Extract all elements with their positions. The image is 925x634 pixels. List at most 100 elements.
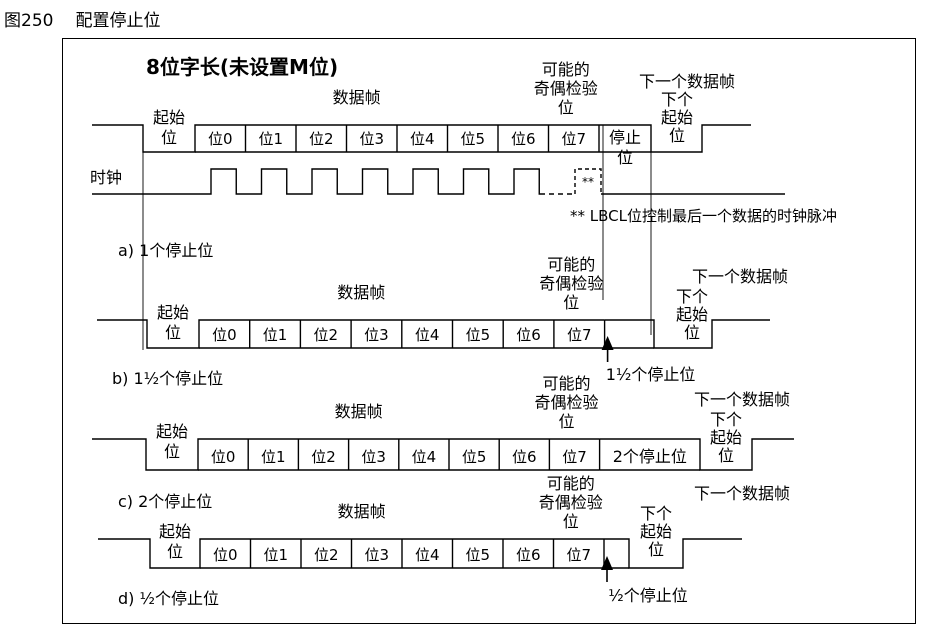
next-start-label-line-0: 下个 [640, 504, 672, 523]
clock-marker: ** [582, 175, 594, 189]
start-bit-label-line-1: 位 [161, 128, 177, 147]
next-frame-label: 下一个数据帧 [692, 267, 788, 286]
parity-label-line-2: 位 [563, 293, 579, 312]
bit-label-2: 位2 [314, 546, 339, 564]
bit-label-2: 位2 [311, 448, 336, 466]
figure-title: 图250 配置停止位 [4, 6, 182, 31]
bit-label-5: 位5 [460, 130, 485, 148]
next-start-label-line-2: 位 [648, 540, 664, 559]
waveform-lead [92, 124, 599, 153]
next-start-label-line-2: 位 [669, 126, 685, 145]
bit-label-4: 位4 [412, 448, 437, 466]
section-caption: a) 1个停止位 [118, 241, 213, 260]
waveform-tail [604, 319, 770, 349]
parity-label-line-0: 可能的 [542, 60, 590, 79]
parity-label-line-0: 可能的 [542, 374, 590, 393]
bit-label-1: 位1 [263, 326, 288, 344]
bit-label-1: 位1 [258, 130, 283, 148]
clock-waveform [92, 168, 540, 195]
start-bit-label-line-1: 位 [164, 442, 180, 461]
stop-arrow-head [601, 336, 614, 350]
next-start-label-line-2: 位 [684, 323, 700, 342]
bit-label-5: 位5 [462, 448, 487, 466]
parity-label-line-2: 位 [558, 98, 574, 117]
next-start-label-line-1: 起始 [676, 305, 708, 324]
figure-caption: 配置停止位 [75, 11, 161, 31]
parity-label-line-2: 位 [558, 412, 574, 431]
data-frame-label: 数据帧 [335, 402, 383, 421]
parity-label-line-1: 奇偶检验 [539, 493, 603, 512]
next-start-label-line-0: 下个 [710, 410, 742, 429]
clock-row: 时钟 ** ** LBCL位控制最后一个数据的时钟脉冲 [90, 168, 837, 225]
parity-label-line-1: 奇偶检验 [539, 274, 603, 293]
start-bit-label-line-0: 起始 [153, 108, 185, 127]
bit-label-2: 位2 [309, 130, 334, 148]
start-bit-label-line-0: 起始 [159, 522, 191, 541]
diagram-frame [62, 38, 916, 624]
parity-label-line-1: 奇偶检验 [534, 79, 598, 98]
start-bit-label-line-0: 起始 [156, 422, 188, 441]
bit-label-0: 位0 [213, 546, 238, 564]
bit-label-0: 位0 [211, 448, 236, 466]
guide-lines [142, 125, 652, 350]
parity-label-line-2: 位 [563, 512, 579, 531]
bit-label-2: 位2 [313, 326, 338, 344]
bit-label-7: 位7 [567, 326, 592, 344]
stop-bit-label-line-0: 停止 [609, 128, 641, 147]
bit-label-3: 位3 [364, 546, 389, 564]
stop-label: ½个停止位 [608, 586, 688, 605]
bit-label-6: 位6 [512, 448, 537, 466]
next-start-label-line-1: 起始 [661, 108, 693, 127]
bit-label-6: 位6 [511, 130, 536, 148]
waveform-lead [98, 538, 604, 569]
bit-label-7: 位7 [562, 448, 587, 466]
next-frame-label: 下一个数据帧 [639, 72, 735, 91]
next-start-label-line-0: 下个 [676, 287, 708, 306]
bit-label-0: 位0 [212, 326, 237, 344]
stop-arrow-head [601, 556, 613, 570]
next-frame-label: 下一个数据帧 [694, 390, 790, 409]
section-caption: c) 2个停止位 [118, 492, 212, 511]
parity-label-line-1: 奇偶检验 [534, 393, 598, 412]
next-start-label-line-1: 起始 [710, 428, 742, 447]
clock-label: 时钟 [90, 168, 122, 187]
next-start-label-line-0: 下个 [661, 90, 693, 109]
waveform-lead [97, 319, 605, 349]
figure-number: 图250 [4, 11, 54, 31]
data-frame-label: 数据帧 [333, 88, 381, 107]
bit-label-3: 位3 [364, 326, 389, 344]
parity-label-line-0: 可能的 [547, 255, 595, 274]
waveform-tail [604, 538, 742, 569]
section-caption: d) ½个停止位 [118, 589, 219, 608]
stop-bit-label-line-1: 位 [617, 148, 633, 167]
start-bit-label-line-0: 起始 [157, 303, 189, 322]
bit-label-4: 位4 [415, 546, 440, 564]
bit-label-1: 位1 [263, 546, 288, 564]
bit-label-4: 位4 [415, 326, 440, 344]
bit-label-4: 位4 [410, 130, 435, 148]
start-bit-label-line-1: 位 [167, 542, 183, 561]
data-frame-label: 数据帧 [338, 502, 386, 521]
bit-label-5: 位5 [465, 546, 490, 564]
main-title: 8位字长(未设置M位) [146, 55, 338, 79]
bit-label-6: 位6 [516, 326, 541, 344]
bit-label-1: 位1 [261, 448, 286, 466]
clock-last-pulse [574, 168, 602, 194]
lbcl-note: ** LBCL位控制最后一个数据的时钟脉冲 [570, 207, 837, 225]
bit-label-0: 位0 [208, 130, 233, 148]
bit-label-7: 位7 [561, 130, 586, 148]
next-start-label-line-1: 起始 [640, 522, 672, 541]
start-bit-label-line-1: 位 [165, 323, 181, 342]
bit-label-7: 位7 [566, 546, 591, 564]
waveform-lead [92, 438, 600, 471]
stop-label: 2个停止位 [613, 447, 687, 466]
next-frame-label: 下一个数据帧 [694, 484, 790, 503]
waveform-tail [599, 438, 794, 471]
stop-label: 1½个停止位 [606, 365, 696, 384]
section-caption: b) 1½个停止位 [112, 369, 223, 388]
